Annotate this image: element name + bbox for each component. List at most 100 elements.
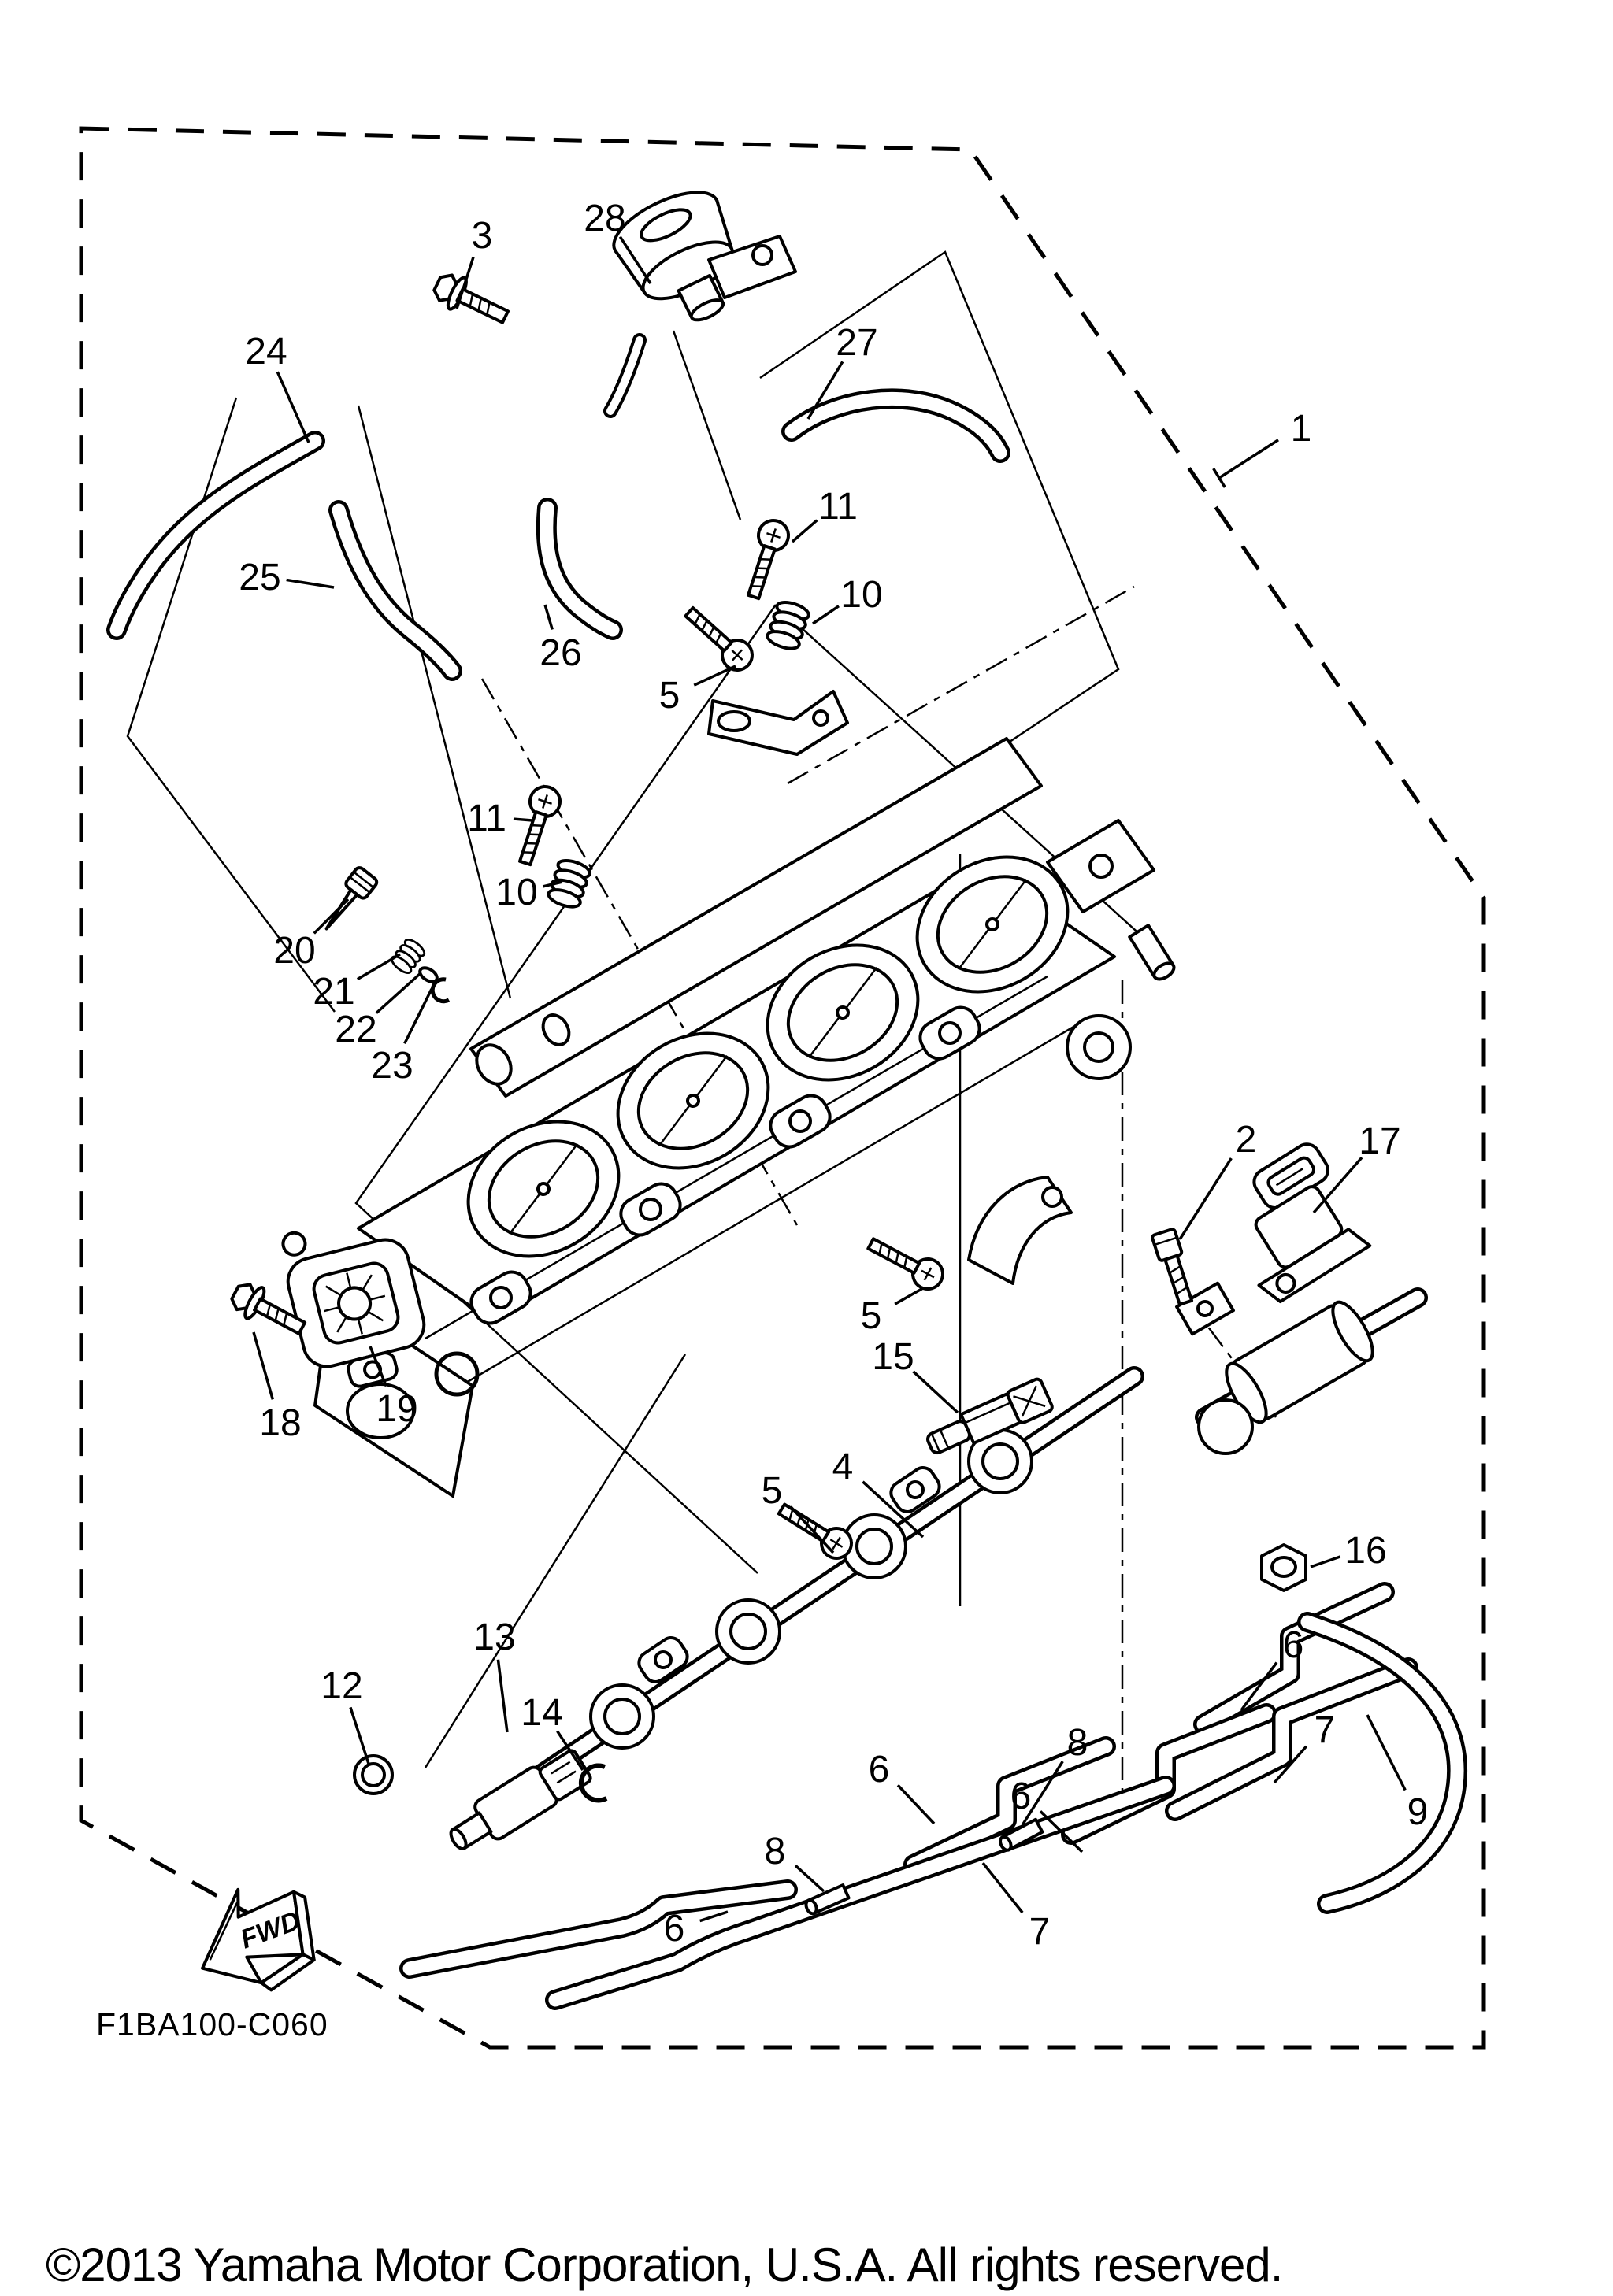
ring-23 (430, 977, 451, 1004)
injector-cups (589, 1428, 1033, 1750)
callout-leader (556, 1730, 584, 1771)
callout-leader (1312, 1157, 1363, 1214)
hardware (324, 268, 948, 1566)
hose-9 (1297, 1612, 1467, 1914)
hose-25 (328, 500, 462, 681)
callout-label: 8 (1067, 1722, 1088, 1764)
callout-leader (894, 1287, 924, 1305)
bolt-3 (430, 268, 514, 333)
callout-leader (1273, 1745, 1308, 1784)
copyright-text: ©2013 Yamaha Motor Corporation, U.S.A. A… (46, 2239, 1283, 2291)
hose-7a (1165, 1657, 1418, 1821)
tps-sensor (281, 1231, 426, 1388)
callout-leader (693, 665, 736, 687)
callout-leader (862, 1480, 925, 1539)
callout-leader (1218, 439, 1279, 480)
callout-leader (618, 235, 652, 284)
callout-leader (791, 519, 818, 543)
nipple-8a (999, 1817, 1044, 1852)
callout-leader (1039, 1810, 1084, 1853)
screw-11a (737, 515, 794, 603)
callout-label: 2 (1236, 1119, 1257, 1161)
callout-leader (542, 880, 563, 888)
callout-label: 4 (832, 1446, 854, 1488)
callout-leader (543, 604, 554, 631)
callout-leader (699, 1910, 729, 1923)
callout-label: 7 (1029, 1911, 1051, 1953)
callout-label: 6 (1010, 1776, 1032, 1817)
bolt-2 (1151, 1228, 1194, 1306)
callout-label: 7 (1315, 1709, 1336, 1751)
callout-leader (252, 1331, 274, 1400)
callout-leader (806, 361, 844, 420)
map-sensor (1252, 1142, 1372, 1304)
rear-rail (1175, 1281, 1428, 1455)
screw-11b (509, 781, 565, 869)
hose-6a (1193, 1582, 1395, 1735)
fuel-injector (353, 1749, 608, 1851)
callout-label: 5 (762, 1470, 783, 1512)
callout-label: 10 (495, 872, 537, 913)
callout-label: 24 (245, 331, 287, 372)
callout-label: 15 (872, 1336, 914, 1378)
callout-label: 19 (376, 1388, 417, 1430)
callout-label: 6 (869, 1749, 890, 1791)
callout-label: 12 (321, 1665, 362, 1707)
callout-leader (1366, 1714, 1407, 1791)
callout-leader (1310, 1555, 1341, 1568)
callout-label: 22 (335, 1009, 376, 1050)
nipple-8b (804, 1883, 851, 1916)
callout-leader (369, 1346, 388, 1387)
callout-label: 21 (313, 971, 354, 1013)
callout-leader (496, 1659, 509, 1733)
callout-leader (912, 1370, 959, 1414)
sensor-15 (926, 1377, 1054, 1455)
callout-tick (1212, 468, 1226, 488)
hose-6d (399, 1879, 798, 1979)
callout-leader (375, 972, 422, 1014)
fuel-rail (488, 1281, 1428, 1814)
callout-label: 13 (473, 1616, 515, 1658)
callout-label: 3 (472, 215, 493, 257)
throttle-body-assembly (313, 690, 1176, 1498)
callout-leader (455, 256, 475, 309)
callout-leader (313, 898, 350, 935)
callout-label: 28 (584, 198, 625, 239)
spring-10a (763, 597, 813, 654)
callout-label: 10 (840, 574, 882, 616)
callout-label: 11 (818, 486, 858, 528)
callout-leader (1178, 1157, 1233, 1240)
hose-7b (545, 1776, 1176, 2010)
callout-label: 20 (273, 930, 315, 972)
callout-leader (1240, 1661, 1278, 1712)
boundary-outline (79, 126, 1486, 2050)
nut-16 (1260, 1543, 1307, 1592)
callout-leader (794, 1864, 825, 1893)
callout-label: 9 (1407, 1791, 1429, 1833)
screw-5c (772, 1494, 859, 1566)
callout-label: 8 (765, 1831, 786, 1872)
callout-label: 18 (259, 1402, 301, 1444)
callout-leader (286, 578, 335, 589)
hose-24 (106, 431, 325, 640)
clip-14 (578, 1763, 608, 1803)
callout-label: 1 (1291, 408, 1312, 450)
screw-5b (864, 1231, 948, 1294)
callout-label: 16 (1344, 1530, 1386, 1572)
callout-leader (1021, 1761, 1064, 1826)
callout-leader (896, 1784, 936, 1825)
callout-label: 14 (521, 1692, 562, 1734)
callout-label: 26 (540, 632, 581, 674)
callout-label: 11 (467, 798, 506, 839)
callout-leader (812, 605, 840, 625)
diagram-code: F1BA100-C060 (96, 2006, 328, 2042)
pressure-regulator (603, 191, 797, 418)
callout-label: 17 (1359, 1120, 1400, 1162)
callout-leader (349, 1706, 370, 1765)
callout-label: 6 (664, 1908, 685, 1950)
hose-27 (781, 388, 1010, 463)
callout-leader (513, 817, 533, 822)
